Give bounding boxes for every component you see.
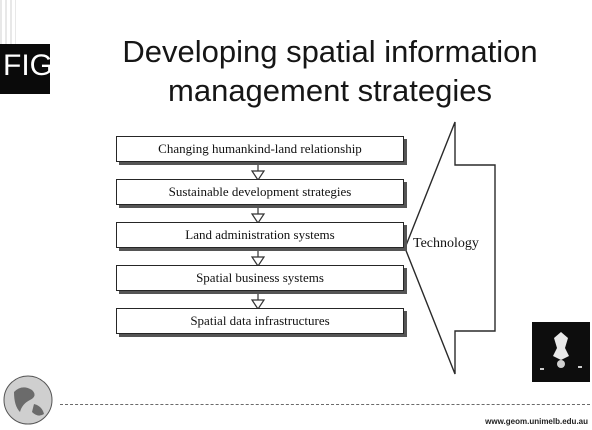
flow-step-sustainable-development: Sustainable development strategies [116,179,404,205]
university-crest-icon [532,322,590,382]
slide-title: Developing spatial information managemen… [100,32,560,110]
footer-url: www.geom.unimelb.edu.au [485,417,588,426]
flow-step-spatial-data-infrastructures: Spatial data infrastructures [116,308,404,334]
flow-step-humankind-land: Changing humankind-land relationship [116,136,404,162]
technology-label: Technology [413,236,479,251]
flow-connectors [250,160,266,311]
title-line-2: management strategies [168,73,492,108]
flow-step-land-administration: Land administration systems [116,222,404,248]
logo-stripes [0,0,16,44]
flow-step-spatial-business: Spatial business systems [116,265,404,291]
footer-divider [60,404,590,405]
fig-logo [0,44,50,94]
technology-arrow [404,121,496,375]
title-line-1: Developing spatial information [122,34,538,69]
fig-logo-text: FIG [3,49,53,82]
globe-emblem-icon [3,375,53,425]
